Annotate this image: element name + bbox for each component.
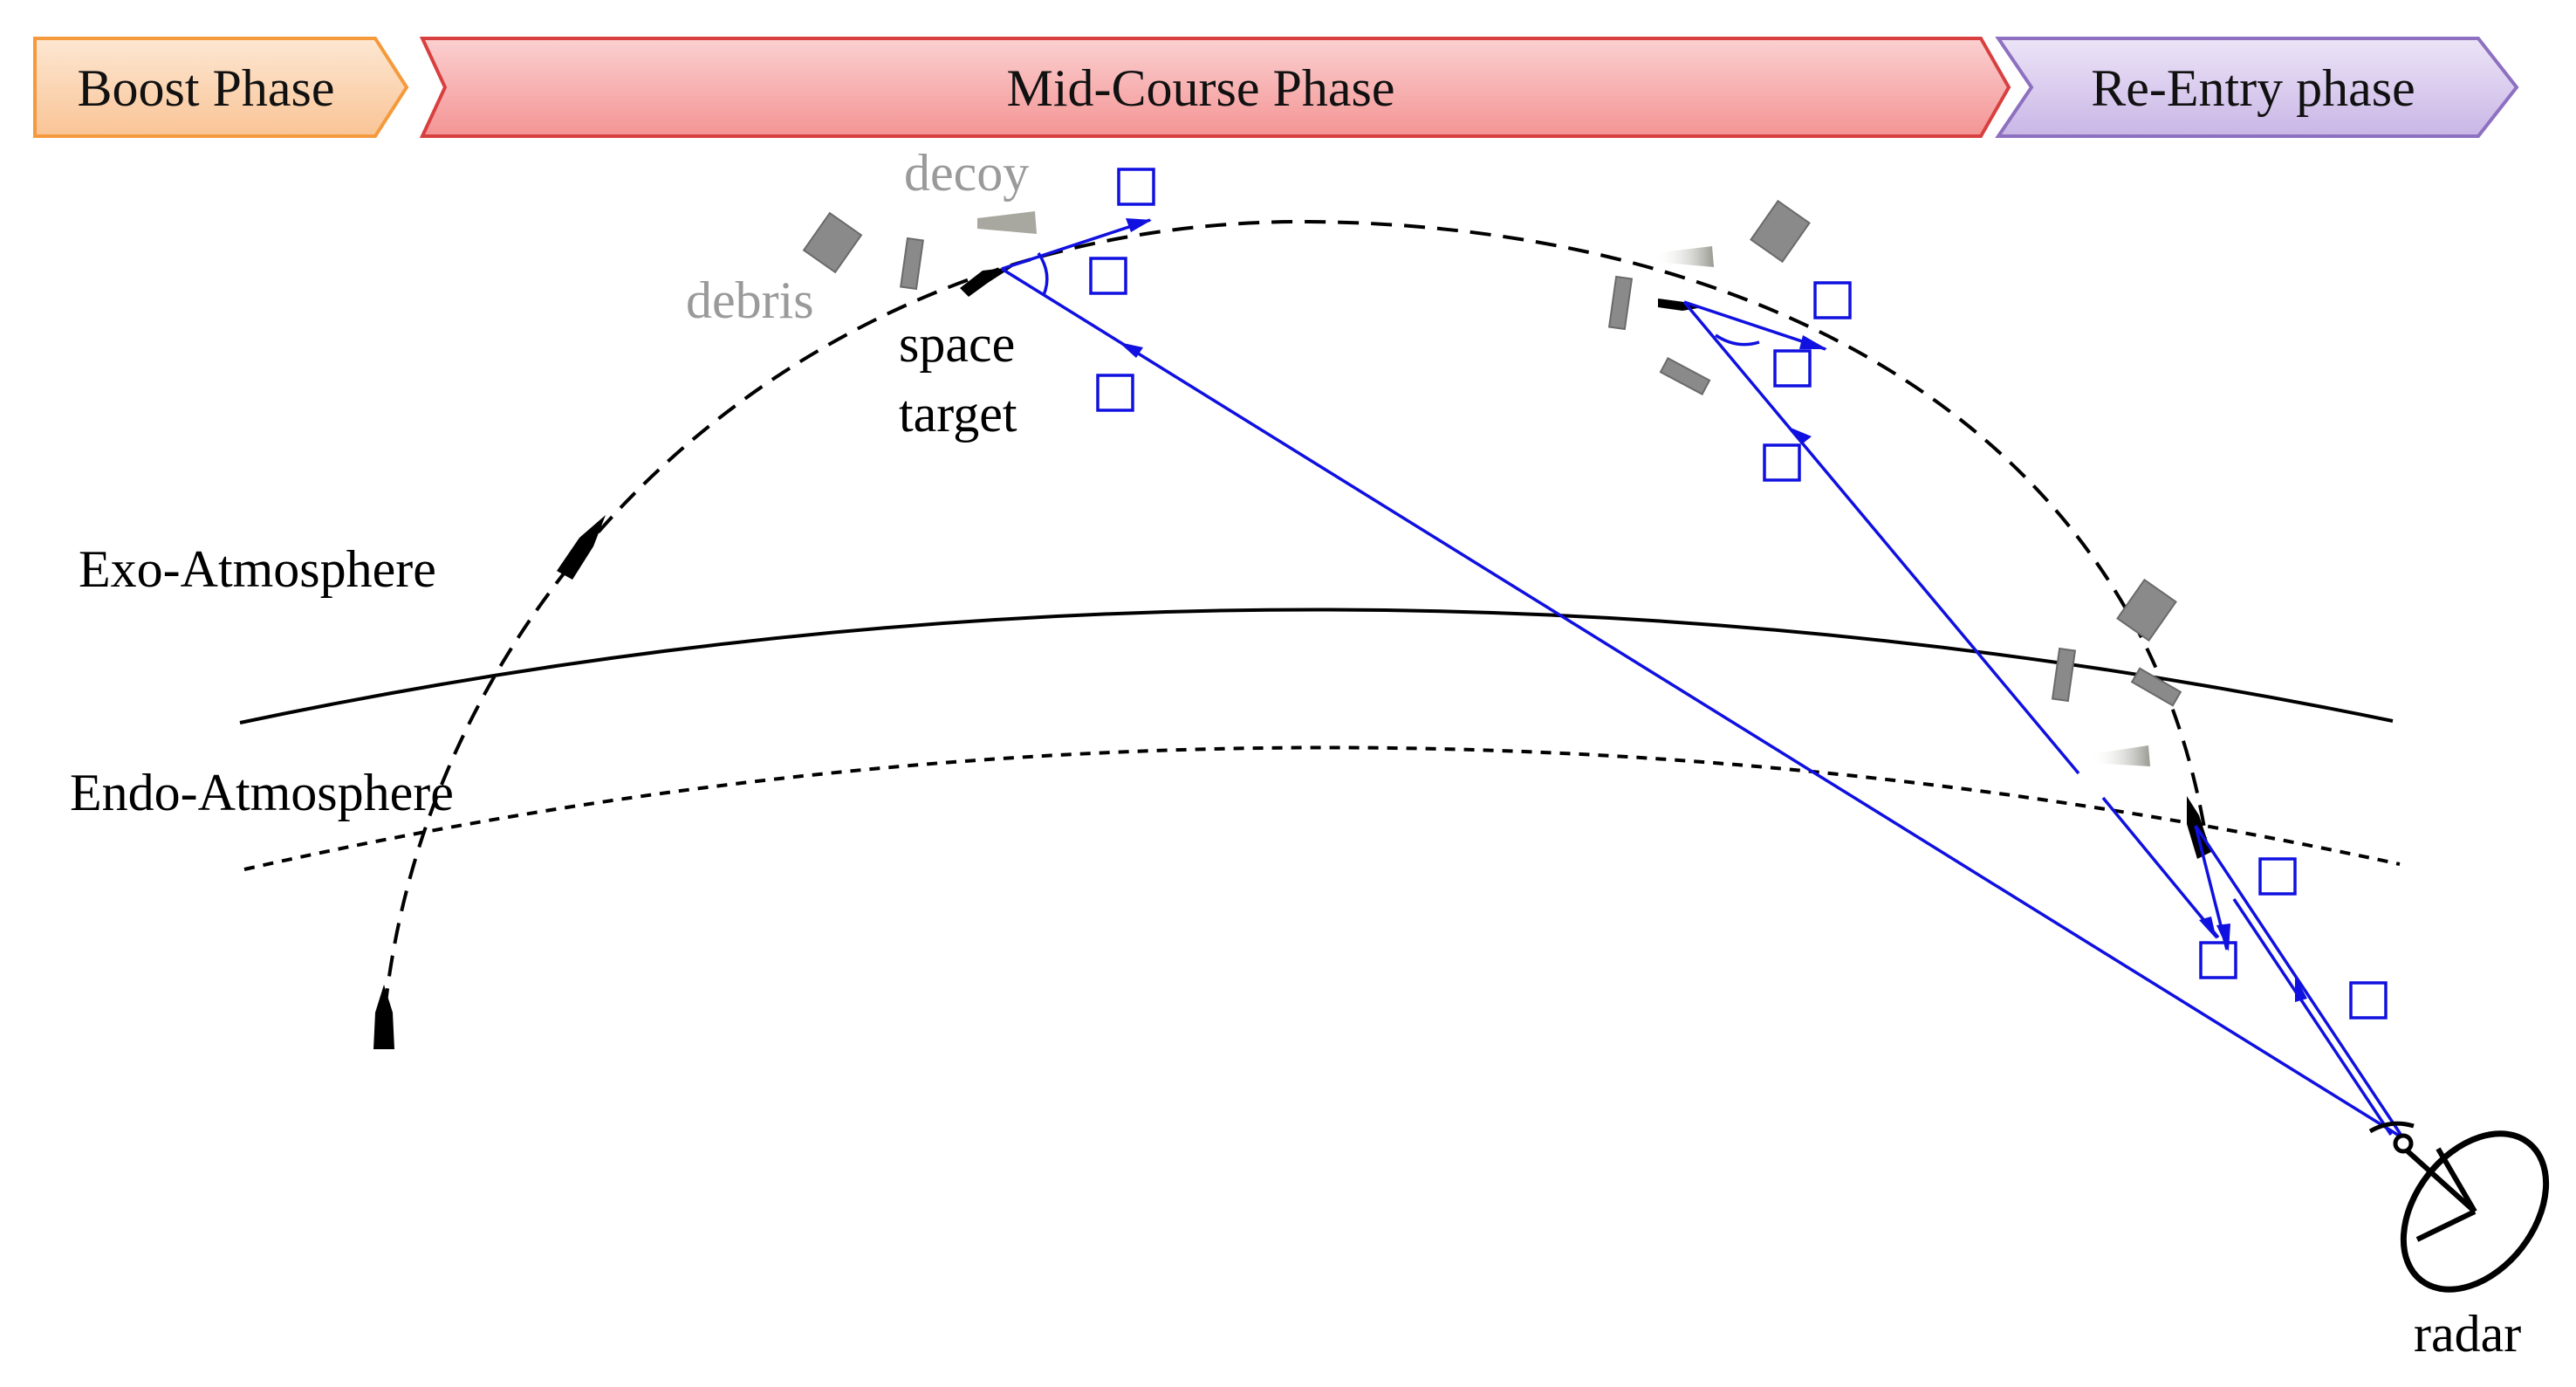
debris-icon: [900, 237, 924, 291]
debris-cluster-3: [2051, 578, 2182, 766]
beam-to-space-target: [1001, 267, 2404, 1140]
debris-label: debris: [686, 271, 814, 329]
marker-square: [2349, 981, 2388, 1020]
debris-icon: [2051, 647, 2077, 703]
marker-square: [1096, 374, 1134, 412]
marker-square: [1813, 281, 1852, 319]
radar-label: radar: [2414, 1305, 2521, 1363]
launch-missile-icon: [373, 985, 394, 1049]
ascending-missile-icon: [557, 515, 606, 580]
beam-to-midcourse-target: [1682, 300, 2080, 775]
boost-phase-arrow: Boost Phase: [33, 37, 409, 138]
scatter-markers: [1089, 168, 2388, 1020]
beam-to-reentry-target: [2194, 825, 2405, 1139]
endo-atmosphere-boundary: [243, 745, 2401, 871]
beam-arrowhead: [1791, 428, 1812, 443]
marker-square: [2258, 857, 2297, 896]
beam-to-reentry-target-2: [2232, 898, 2393, 1136]
debris-icon: [2130, 667, 2182, 707]
velocity-arrowhead: [2216, 924, 2230, 951]
beam-return: [2101, 796, 2220, 939]
beam-arrowhead: [1119, 342, 1143, 358]
radar-dish-icon: [2368, 1121, 2550, 1293]
midcourse-target-icon: [1658, 299, 1703, 311]
marker-square: [1773, 349, 1812, 388]
space-target-label-line1: space: [899, 315, 1015, 373]
marker-square: [1117, 168, 1155, 206]
midcourse-phase-label: Mid-Course Phase: [1007, 59, 1395, 117]
debris-icon: [1750, 199, 1811, 264]
marker-square: [1089, 257, 1127, 295]
space-target-icon: [960, 267, 1012, 297]
velocity-vector-1: [1001, 218, 1151, 271]
marker-square: [1763, 443, 1801, 482]
aspect-angle-arc-2: [1715, 333, 1760, 347]
exo-atmosphere-label: Exo-Atmosphere: [79, 540, 436, 598]
marker-square: [2199, 941, 2237, 979]
velocity-arrowhead: [1799, 335, 1827, 349]
aspect-angle-arc-1: [1037, 252, 1049, 296]
debris-icon: [802, 211, 863, 274]
boost-phase-label: Boost Phase: [77, 59, 334, 117]
midcourse-phase-arrow: Mid-Course Phase: [419, 37, 2011, 138]
ballistic-trajectory: [380, 219, 2208, 1043]
reentry-phase-arrow: Re-Entry phase: [1995, 37, 2519, 138]
debris-cluster-2: [1607, 199, 1811, 395]
endo-atmosphere-label: Endo-Atmosphere: [70, 764, 454, 821]
velocity-arrowhead: [1126, 218, 1152, 232]
debris-cluster-1: [802, 211, 1037, 291]
debris-icon: [1607, 275, 1634, 331]
debris-icon: [2116, 578, 2177, 642]
reentry-target-icon: [2187, 796, 2211, 859]
decoy-icon: [1655, 246, 1714, 267]
decoy-icon: [977, 211, 1037, 234]
phase-banner: Boost Phase Mid-Course Phase Re-Entry ph…: [33, 37, 2519, 138]
debris-icon: [1659, 357, 1711, 395]
beam-arrowhead: [2199, 917, 2216, 939]
radar-beams: [1001, 218, 2405, 1140]
decoy-label: decoy: [904, 144, 1029, 202]
space-target-label-line2: target: [899, 385, 1017, 443]
decoy-icon: [2091, 745, 2150, 766]
reentry-phase-label: Re-Entry phase: [2091, 59, 2415, 117]
